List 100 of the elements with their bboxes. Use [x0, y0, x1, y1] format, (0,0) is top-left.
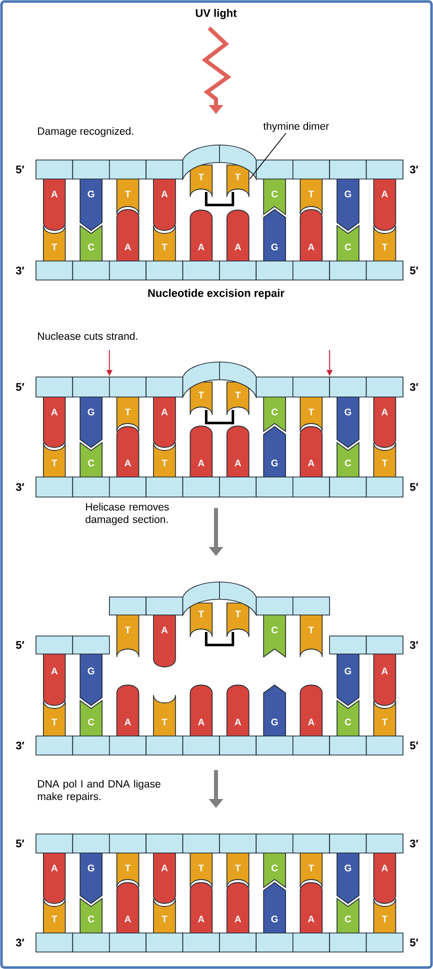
base-letter: T: [382, 460, 388, 466]
strand-end-label: 5′: [16, 641, 24, 649]
base-letter: A: [51, 668, 58, 674]
base-letter: A: [124, 718, 131, 726]
base-letter: A: [198, 460, 204, 466]
strand-end-label: 5′: [410, 266, 418, 274]
base-letter: C: [272, 864, 278, 872]
base-letter: A: [51, 408, 58, 416]
base-letter: T: [235, 174, 241, 180]
base-letter: G: [88, 190, 94, 198]
base-letter: A: [308, 718, 314, 726]
base-letter: C: [88, 244, 94, 250]
title-text: UV light: [196, 8, 237, 20]
base-letter: T: [235, 610, 241, 618]
base-letter: T: [52, 718, 58, 726]
base-letter: T: [382, 718, 388, 726]
base-letter: T: [235, 392, 241, 398]
base-letter: T: [162, 718, 168, 726]
base-letter: G: [271, 916, 278, 922]
base-letter: C: [344, 916, 352, 922]
base-letter: G: [344, 190, 352, 198]
leader-line: [249, 132, 286, 180]
base-letter: G: [271, 460, 278, 466]
base-letter: T: [125, 408, 131, 416]
base-letter: T: [52, 460, 58, 466]
base-letter: C: [88, 916, 94, 922]
base-letter: T: [308, 408, 314, 416]
base-letter: G: [271, 244, 278, 250]
base-letter: T: [382, 916, 388, 922]
strand-end-label: 3′: [410, 840, 418, 848]
base-letter: T: [162, 460, 168, 466]
base-letter: A: [51, 190, 58, 198]
heading-text: Nucleotide excision repair: [148, 288, 284, 300]
base-letter: T: [125, 190, 131, 198]
base-letter: A: [382, 190, 388, 198]
base-letter: A: [124, 460, 131, 466]
base-letter: C: [88, 718, 94, 726]
base-letter: G: [88, 408, 94, 416]
base-letter: G: [344, 668, 352, 674]
step-text: DNA pol I and DNA ligase make repairs.: [38, 780, 160, 802]
strand-end-label: 5′: [410, 742, 418, 750]
base-letter: C: [272, 408, 278, 416]
base-letter: T: [162, 916, 168, 922]
strand-end-label: 3′: [16, 483, 24, 491]
base-letter: A: [234, 460, 242, 466]
base-letter: G: [271, 718, 278, 726]
base-letter: A: [161, 626, 168, 634]
base-letter: T: [198, 864, 204, 872]
base-letter: A: [234, 244, 242, 250]
thymine-dimer-drawing: [190, 164, 250, 206]
base-letter: C: [272, 626, 278, 634]
strand-end-label: 5′: [16, 166, 24, 174]
strand-end-label: 5′: [410, 483, 418, 491]
base-letter: T: [52, 244, 58, 250]
base-letter: C: [272, 190, 278, 198]
base-letter: A: [308, 916, 314, 922]
strand-end-label: 3′: [410, 166, 418, 174]
strand-end-label: 5′: [410, 938, 418, 946]
base-letter: A: [161, 408, 168, 416]
base-letter: G: [344, 408, 352, 416]
step-text: Helicase removes damaged section.: [86, 502, 169, 526]
base-letter: T: [308, 190, 314, 198]
base-letter: A: [382, 408, 388, 416]
base-letter: A: [124, 916, 131, 922]
base-letter: A: [198, 916, 204, 922]
base-letter: A: [234, 916, 242, 922]
base-letter: T: [308, 864, 314, 872]
step-text: Nuclease cuts strand.: [38, 332, 138, 340]
strand-end-label: 3′: [16, 266, 24, 274]
base-letter: T: [198, 392, 204, 398]
base-letter: T: [162, 244, 168, 250]
base-letter: A: [124, 244, 131, 250]
base-letter: A: [51, 864, 58, 872]
base-letter: T: [308, 626, 314, 634]
strand-end-label: 3′: [410, 383, 418, 391]
strand-end-label: 3′: [410, 641, 418, 649]
base-letter: C: [344, 460, 352, 466]
base-letter: C: [344, 718, 352, 726]
base-letter: T: [382, 244, 388, 250]
base-letter: T: [198, 610, 204, 618]
base-letter: A: [198, 244, 204, 250]
base-letter: A: [382, 668, 388, 674]
base-letter: T: [125, 626, 131, 634]
base-letter: G: [88, 864, 94, 872]
base-letter: T: [125, 864, 131, 872]
callout-text: thymine dimer: [263, 122, 329, 132]
base-letter: T: [52, 916, 58, 922]
base-letter: C: [88, 460, 94, 466]
base-letter: A: [308, 460, 314, 466]
base-letter: G: [88, 668, 94, 674]
base-letter: A: [382, 864, 388, 872]
strand-end-label: 3′: [16, 742, 24, 750]
base-letter: G: [344, 864, 352, 872]
base-letter: A: [234, 718, 242, 726]
base-letter: A: [308, 244, 314, 250]
base-letter: A: [161, 190, 168, 198]
strand-end-label: 3′: [16, 938, 24, 946]
base-letter: T: [235, 864, 241, 872]
step-text: Damage recognized.: [38, 127, 134, 137]
base-letter: A: [198, 718, 204, 726]
